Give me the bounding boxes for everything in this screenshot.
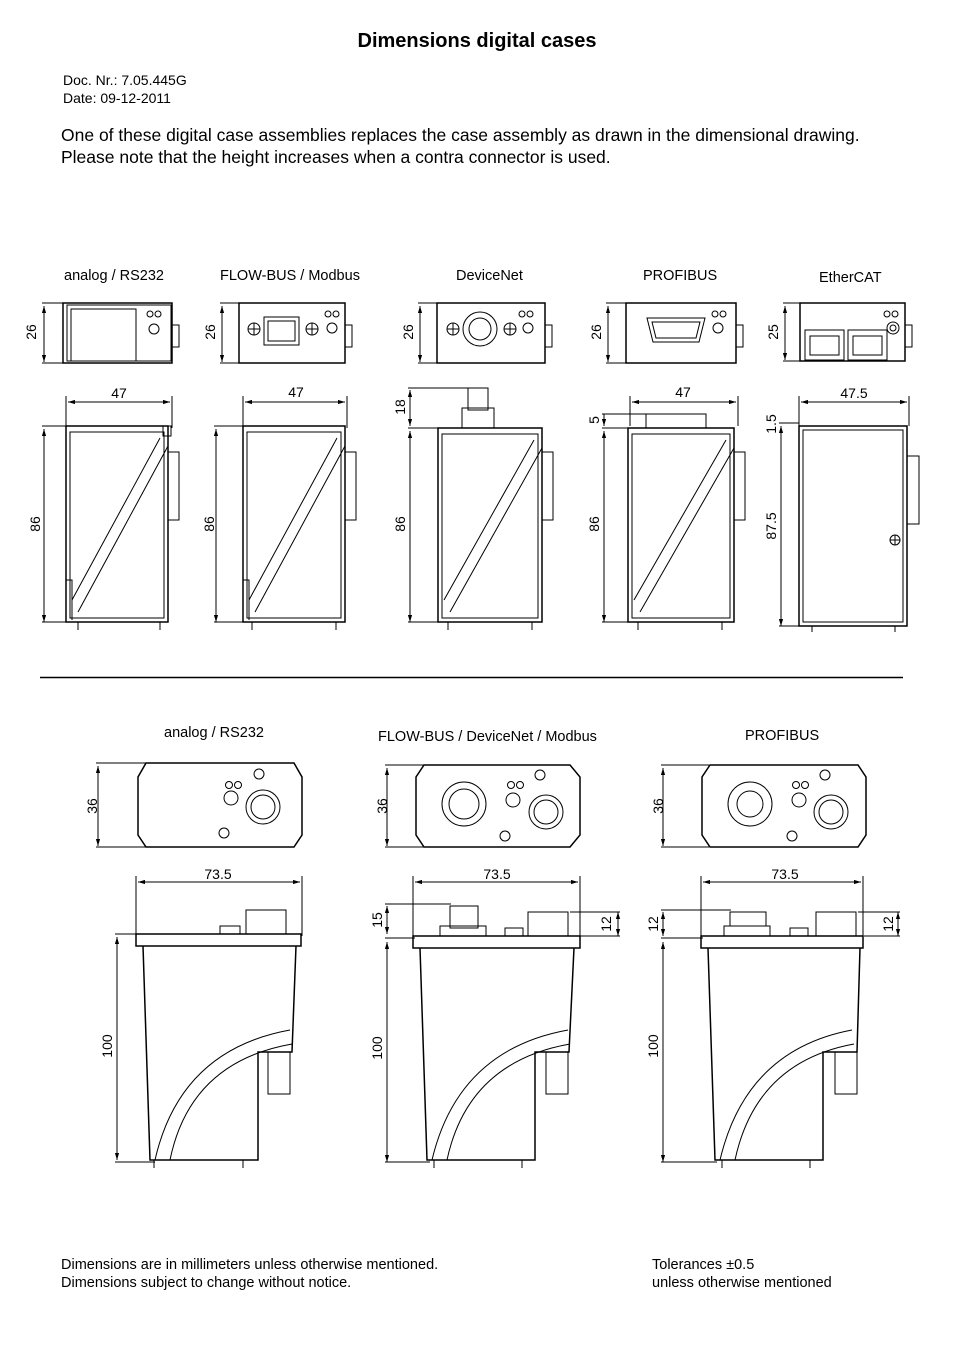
dim-bottom-flowbus-body-height: 100 bbox=[369, 1036, 385, 1060]
dim-devicenet-connector-height: 18 bbox=[392, 399, 408, 415]
label-ethercat-top: EtherCAT bbox=[819, 270, 882, 286]
dim-bottom-analog-top-height: 36 bbox=[84, 798, 100, 814]
footer-tolerance: Tolerances ±0.5 bbox=[652, 1257, 755, 1273]
top-row-height-dimensions bbox=[41, 387, 799, 627]
dim-analog-top-height: 26 bbox=[23, 324, 39, 340]
flowbus-devicenet-modbus-wide-top-view bbox=[415, 764, 581, 848]
dim-profibus-top-height: 26 bbox=[588, 324, 604, 340]
label-profibus-bottom: PROFIBUS bbox=[745, 728, 820, 744]
dim-bottom-profibus-width: 73.5 bbox=[771, 866, 798, 882]
dim-devicenet-top-height: 26 bbox=[400, 324, 416, 340]
dim-bottom-flowbus-top-height: 36 bbox=[374, 798, 390, 814]
ethercat-top-view bbox=[799, 302, 913, 362]
analog-rs232-top-view bbox=[62, 302, 180, 364]
dim-ethercat-top-height: 25 bbox=[765, 324, 781, 340]
ethercat-side-view bbox=[798, 425, 920, 632]
profibus-top-view bbox=[625, 302, 744, 364]
top-row-width-dimensions bbox=[65, 396, 910, 428]
dim-analog-width: 47 bbox=[111, 385, 127, 401]
analog-rs232-wide-top-view bbox=[137, 762, 303, 848]
label-analog-rs232-top: analog / RS232 bbox=[64, 268, 164, 284]
analog-rs232-side-view bbox=[65, 425, 180, 630]
dim-profibus-body-height: 86 bbox=[586, 516, 602, 532]
dim-bottom-profibus-right-connector: 12 bbox=[880, 916, 896, 932]
dim-bottom-profibus-body-height: 100 bbox=[645, 1034, 661, 1058]
label-analog-rs232-bottom: analog / RS232 bbox=[164, 725, 264, 741]
profibus-wide-top-view bbox=[701, 764, 867, 848]
footer-note-units: Dimensions are in millimeters unless oth… bbox=[61, 1257, 439, 1273]
dim-bottom-profibus-top-height: 36 bbox=[650, 798, 666, 814]
intro-line-1: One of these digital case assemblies rep… bbox=[61, 125, 860, 145]
top-view-height-dimensions bbox=[41, 302, 801, 364]
doc-date: Date: 09-12-2011 bbox=[63, 90, 171, 106]
dim-ethercat-connector-height: 1.5 bbox=[763, 414, 779, 434]
dim-ethercat-width: 47.5 bbox=[840, 385, 867, 401]
devicenet-top-view bbox=[436, 302, 553, 364]
page-title: Dimensions digital cases bbox=[357, 30, 597, 52]
dim-profibus-width: 47 bbox=[675, 384, 691, 400]
dim-bottom-analog-width: 73.5 bbox=[204, 866, 231, 882]
label-flowbus-modbus-top: FLOW-BUS / Modbus bbox=[220, 268, 360, 284]
bottom-top-view-height-dimensions bbox=[95, 762, 709, 848]
bottom-row-height-dimensions bbox=[114, 903, 901, 1163]
dim-bottom-flowbus-width: 73.5 bbox=[483, 866, 510, 882]
profibus-wide-side-view bbox=[700, 911, 864, 1168]
label-devicenet-top: DeviceNet bbox=[456, 268, 523, 284]
dim-bottom-flowbus-left-connector: 15 bbox=[369, 912, 385, 928]
flowbus-devicenet-modbus-wide-side-view bbox=[412, 905, 581, 1168]
dim-flowbus-top-height: 26 bbox=[202, 324, 218, 340]
flowbus-modbus-top-view bbox=[238, 302, 353, 364]
analog-rs232-wide-side-view bbox=[135, 909, 302, 1168]
dim-bottom-flowbus-right-connector: 12 bbox=[598, 916, 614, 932]
label-flowbus-devicenet-modbus-bottom: FLOW-BUS / DeviceNet / Modbus bbox=[378, 729, 597, 745]
bottom-row-width-dimensions bbox=[135, 876, 864, 936]
footer-tolerance-note: unless otherwise mentioned bbox=[652, 1275, 832, 1291]
intro-line-2: Please note that the height increases wh… bbox=[61, 147, 611, 167]
dim-profibus-connector-height: 5 bbox=[586, 416, 602, 424]
dim-analog-body-height: 86 bbox=[27, 516, 43, 532]
devicenet-side-view bbox=[437, 387, 554, 630]
doc-number: Doc. Nr.: 7.05.445G bbox=[63, 72, 187, 88]
dim-ethercat-body-height: 87.5 bbox=[763, 512, 779, 539]
label-profibus-top: PROFIBUS bbox=[643, 268, 718, 284]
dim-bottom-analog-body-height: 100 bbox=[99, 1034, 115, 1058]
dim-flowbus-body-height: 86 bbox=[201, 516, 217, 532]
flowbus-modbus-side-view bbox=[242, 425, 357, 630]
dim-flowbus-width: 47 bbox=[288, 384, 304, 400]
dim-devicenet-body-height: 86 bbox=[392, 516, 408, 532]
footer-note-change: Dimensions subject to change without not… bbox=[61, 1275, 352, 1291]
dim-bottom-profibus-left-connector: 12 bbox=[645, 916, 661, 932]
profibus-side-view bbox=[627, 413, 746, 630]
